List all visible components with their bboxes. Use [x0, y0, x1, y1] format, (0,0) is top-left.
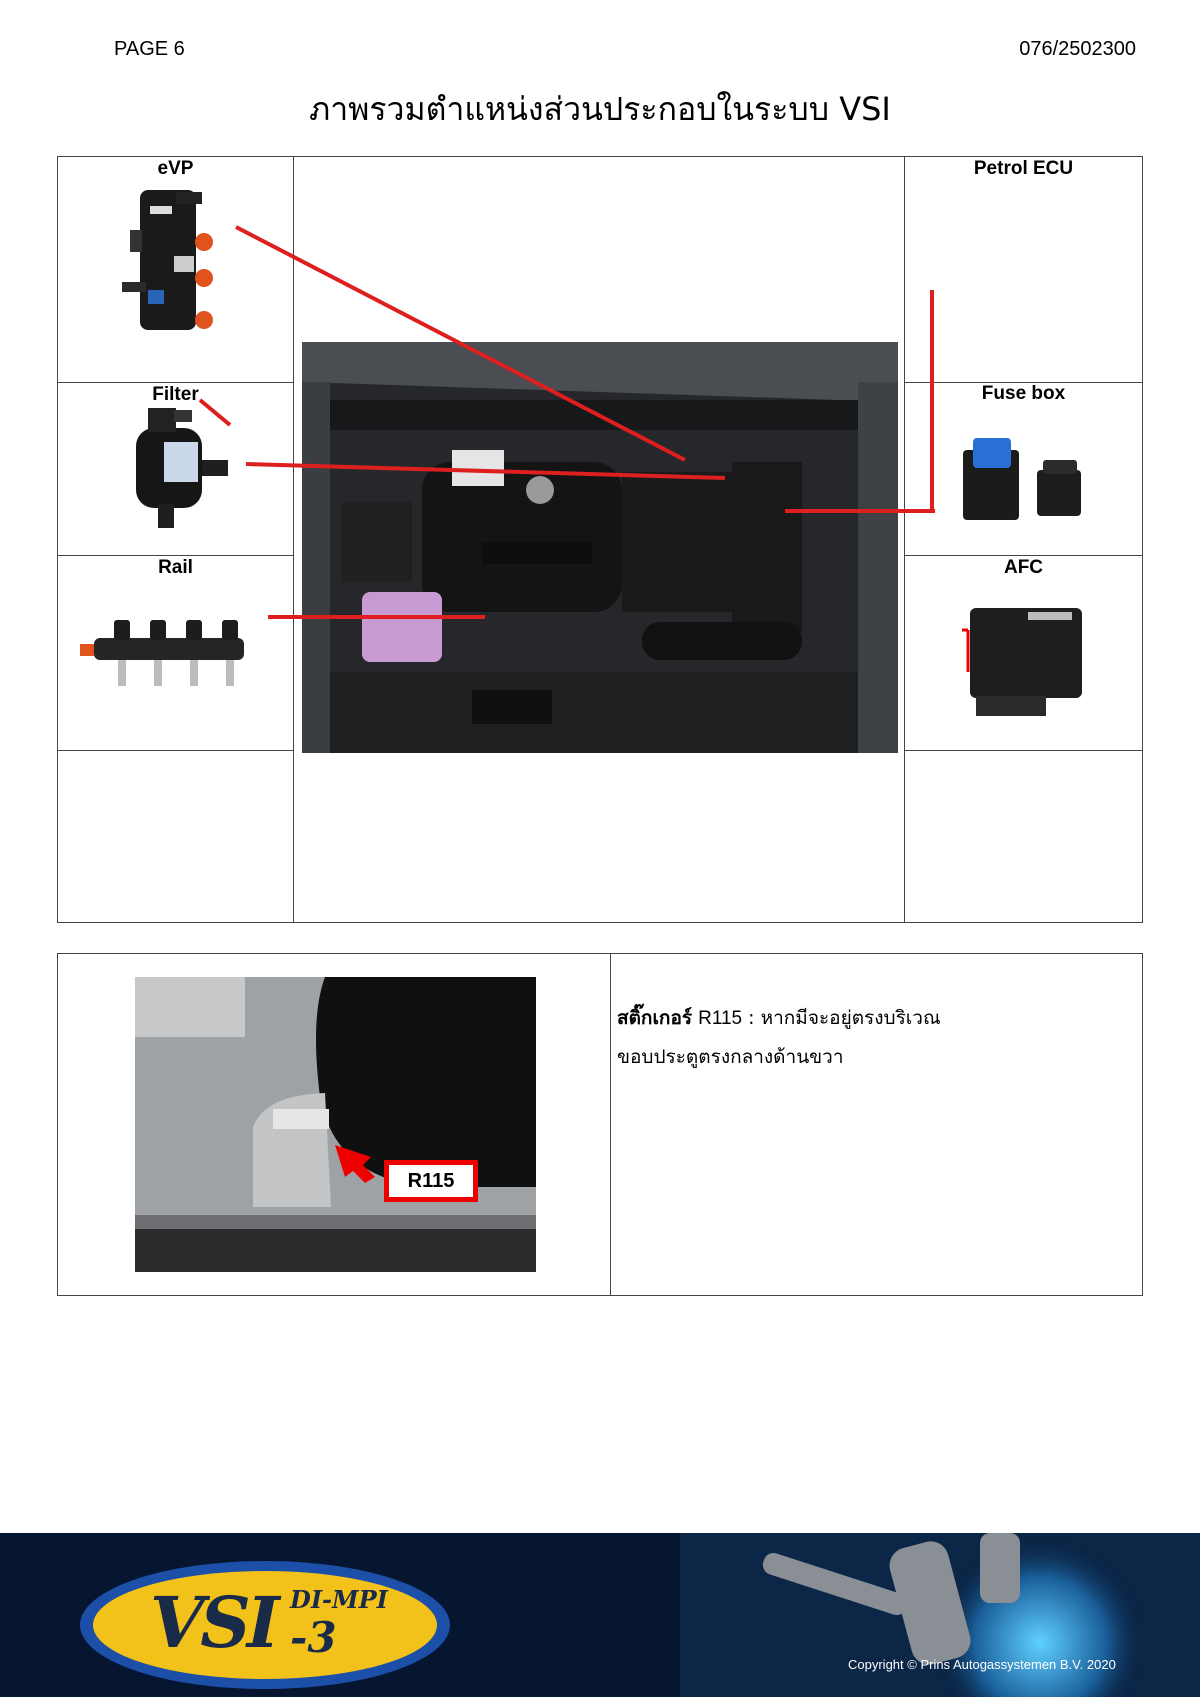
sticker-note-rest: : หากมีจะอยู่ตรงบริเวณ — [742, 1007, 941, 1029]
sticker-note-bold: สติ๊กเกอร์ — [617, 1007, 693, 1029]
sticker-note-code: R115 — [698, 1008, 743, 1029]
label-rail: Rail — [158, 557, 193, 578]
logo-vsi: VSI — [150, 1581, 280, 1664]
r115-sticker-label: R115 — [384, 1160, 478, 1202]
sticker-note-line2: ขอบประตูตรงกลางด้านขวา — [617, 1046, 844, 1068]
label-evp: eVP — [157, 158, 194, 179]
fuse-box-photo — [963, 438, 1081, 520]
page-title: ภาพรวมตำแหน่งส่วนประกอบในระบบ VSI — [309, 90, 891, 128]
document-number: 076/2502300 — [1019, 38, 1136, 60]
page-number: PAGE 6 — [114, 38, 185, 60]
pointer-lines — [198, 225, 935, 619]
sticker-note-cell — [610, 953, 1143, 1296]
label-afc: AFC — [1003, 557, 1044, 578]
cell-empty-right — [904, 750, 1143, 923]
label-petrol-ecu: Petrol ECU — [973, 158, 1074, 179]
label-filter: Filter — [152, 384, 199, 405]
footer-banner: VSI DI-MPI -3 Copyright © Prins Autogass… — [0, 1533, 1200, 1697]
rail-photo — [80, 620, 244, 686]
footer-artwork — [80, 1533, 1200, 1697]
filter-photo — [136, 408, 228, 528]
label-fuse-box: Fuse box — [981, 383, 1066, 404]
copyright-text: Copyright © Prins Autogassystemen B.V. 2… — [848, 1657, 1116, 1672]
logo-3: -3 — [290, 1613, 337, 1662]
sticker-photo — [135, 977, 536, 1272]
engine-bay-photo — [302, 342, 898, 753]
logo-di-mpi: DI-MPI — [290, 1585, 388, 1614]
sticker-note-line1: สติ๊กเกอร์ R115 : หากมีจะอยู่ตรงบริเวณ — [617, 1003, 941, 1033]
afc-photo — [962, 608, 1082, 716]
evp-photo — [122, 190, 213, 330]
